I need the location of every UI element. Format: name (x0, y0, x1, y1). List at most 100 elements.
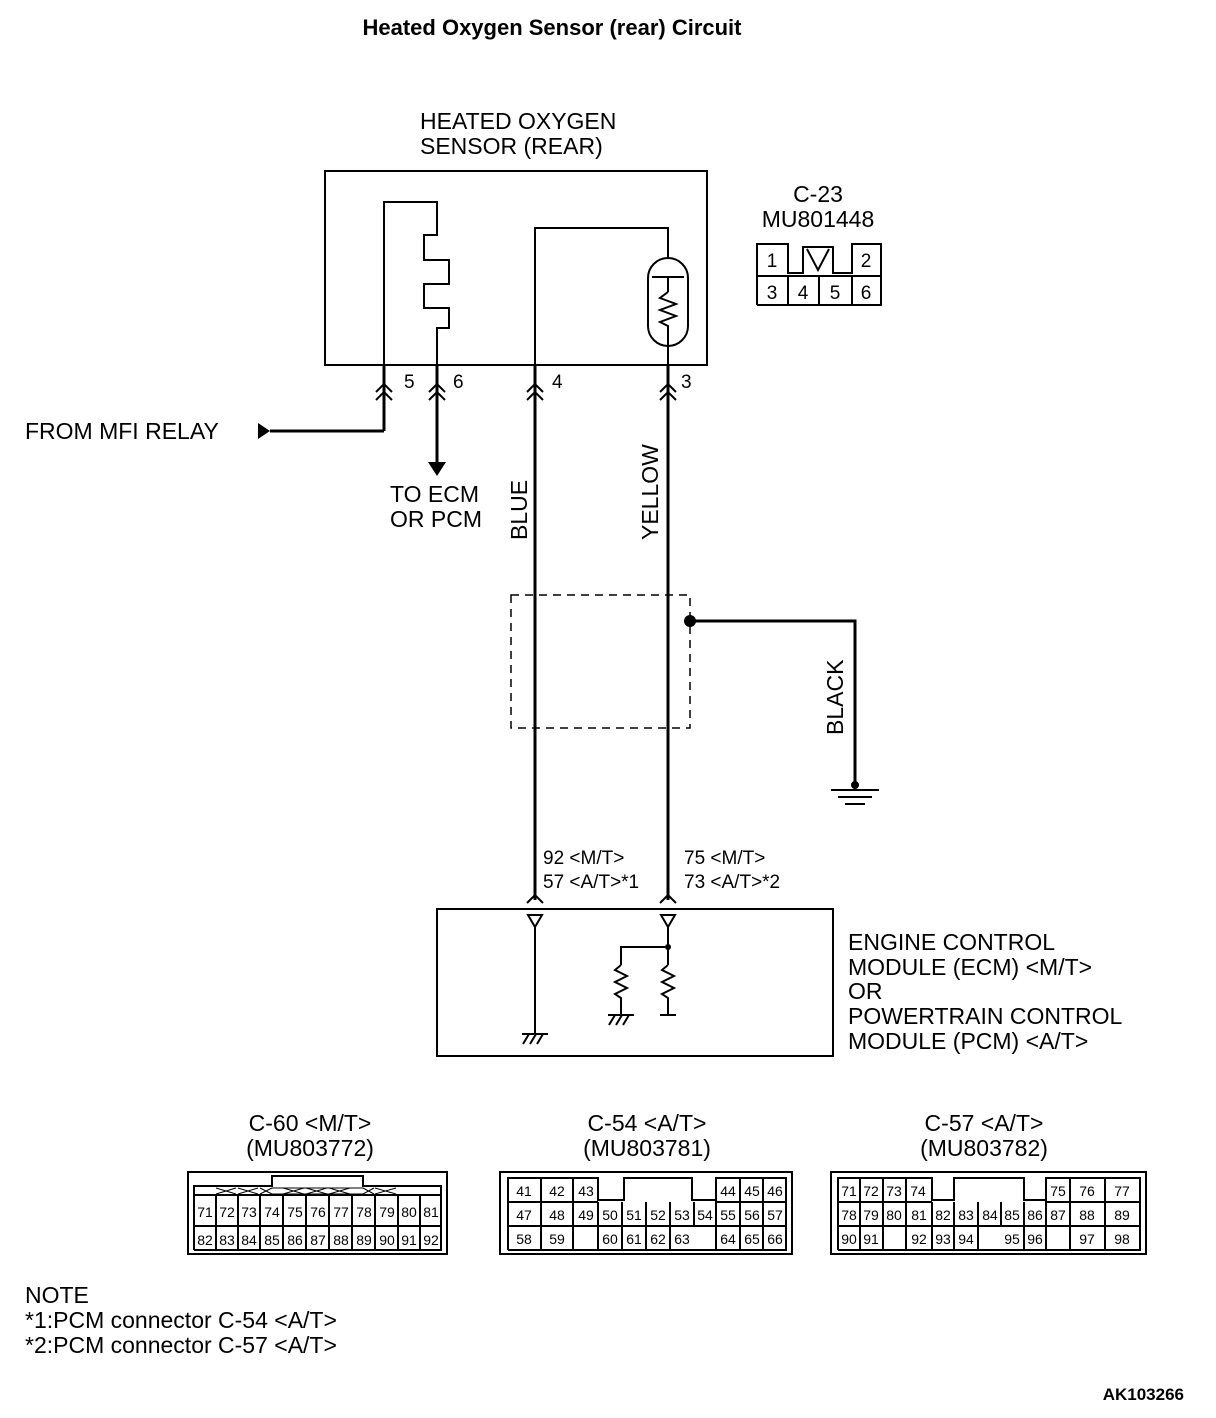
to-ecm-label-line2: OR PCM (390, 506, 482, 532)
module-label-line2: MODULE (ECM) <M/T> (848, 954, 1092, 980)
c60-pin: 78 (356, 1204, 372, 1220)
pin-label-5: 5 (404, 372, 415, 393)
c54-pin: 50 (602, 1207, 618, 1223)
c54-pin: 64 (720, 1231, 736, 1247)
note-line1: *1:PCM connector C-54 <A/T> (25, 1307, 337, 1333)
c60-pin: 90 (379, 1232, 395, 1248)
c57-pin: 91 (863, 1231, 879, 1247)
c60-pin: 87 (310, 1232, 326, 1248)
c60-pin: 83 (219, 1232, 235, 1248)
c57-pin: 78 (841, 1207, 857, 1223)
c54-pin: 65 (744, 1231, 760, 1247)
c60-pin: 86 (287, 1232, 303, 1248)
sensor-label-line1: HEATED OXYGEN (420, 108, 616, 134)
sensor-signal-loop (534, 227, 669, 365)
pin-label-4: 4 (552, 372, 563, 393)
wire-shield (510, 594, 691, 729)
c60-pin: 89 (356, 1232, 372, 1248)
c54-pin: 51 (626, 1207, 642, 1223)
module-box (436, 908, 834, 1057)
sensor-connector-chevrons (375, 382, 677, 401)
note-line2: *2:PCM connector C-57 <A/T> (25, 1332, 337, 1358)
c23-cell-5: 5 (830, 283, 841, 304)
c57-pin: 95 (1004, 1231, 1020, 1247)
c54-pin: 57 (767, 1207, 783, 1223)
c57-pin: 94 (958, 1231, 974, 1247)
c54-pin: 53 (674, 1207, 690, 1223)
c57-pin: 82 (935, 1207, 951, 1223)
c60-pin: 80 (401, 1204, 417, 1220)
c54-pin: 55 (720, 1207, 736, 1223)
to-ecm-arrow (428, 462, 446, 476)
wire-label-yellow: YELLOW (637, 444, 663, 540)
module-label-line1: ENGINE CONTROL (848, 929, 1055, 955)
c23-cell-3: 3 (767, 283, 778, 304)
c60-pin: 91 (401, 1232, 417, 1248)
c60-pin: 76 (310, 1204, 326, 1220)
c54-pin: 63 (674, 1231, 690, 1247)
c23-cell-2: 2 (861, 251, 872, 272)
c57-pin: 86 (1027, 1207, 1043, 1223)
c57-pin: 88 (1079, 1207, 1095, 1223)
c54-pin: 43 (578, 1183, 594, 1199)
note-heading: NOTE (25, 1282, 89, 1308)
terminal-yellow-line2: 73 <A/T>*2 (684, 872, 780, 893)
c60-pin: 74 (264, 1204, 280, 1220)
pin-label-6: 6 (453, 372, 464, 393)
figure-reference: AK103266 (1103, 1385, 1184, 1404)
c57-pin: 71 (841, 1183, 857, 1199)
c57-pin: 84 (982, 1207, 998, 1223)
c54-pin: 58 (516, 1231, 532, 1247)
c60-pin: 92 (423, 1232, 439, 1248)
c60-pin: 72 (219, 1204, 235, 1220)
c60-pin: 73 (241, 1204, 257, 1220)
c54-pin: 59 (549, 1231, 565, 1247)
wire-label-black: BLACK (822, 659, 848, 735)
c57-pin: 72 (863, 1183, 879, 1199)
sensing-element (647, 257, 689, 347)
c57-pin: 90 (841, 1231, 857, 1247)
c54-pins: 41 42 43 44 45 46 47 48 49 50 51 52 53 5… (516, 1183, 783, 1247)
c57-pin: 73 (886, 1183, 902, 1199)
c60-pin: 84 (241, 1232, 257, 1248)
module-label-line3: OR (848, 978, 883, 1004)
wire-black (690, 619, 857, 785)
c57-id: C-57 <A/T> (925, 1110, 1044, 1136)
c57-pin: 83 (958, 1207, 974, 1223)
c57-pin: 98 (1114, 1231, 1130, 1247)
c23-part: MU801448 (762, 206, 875, 232)
module-label-line5: MODULE (PCM) <A/T> (848, 1028, 1088, 1054)
c60-pin: 79 (379, 1204, 395, 1220)
c60-connector-face (187, 1171, 448, 1255)
c54-pin: 66 (767, 1231, 783, 1247)
c54-pin: 46 (767, 1183, 783, 1199)
c57-pin: 93 (935, 1231, 951, 1247)
c57-pin: 80 (886, 1207, 902, 1223)
terminal-blue-line1: 92 <M/T> (543, 848, 624, 869)
module-label-line4: POWERTRAIN CONTROL (848, 1003, 1123, 1029)
heater-element (383, 201, 450, 365)
diagram-title: Heated Oxygen Sensor (rear) Circuit (362, 15, 742, 40)
sensor-label-line2: SENSOR (REAR) (420, 133, 603, 159)
c54-pin: 60 (602, 1231, 618, 1247)
module-internal-circuit (522, 914, 677, 1045)
c60-id: C-60 <M/T> (249, 1110, 372, 1136)
c54-pin: 62 (650, 1231, 666, 1247)
c60-pin: 81 (423, 1204, 439, 1220)
c54-pin: 49 (578, 1207, 594, 1223)
c54-pin: 44 (720, 1183, 736, 1199)
c60-pin: 88 (333, 1232, 349, 1248)
c23-cell-1: 1 (767, 251, 778, 272)
c23-cell-4: 4 (798, 283, 809, 304)
c57-connector-face (830, 1171, 1147, 1255)
c57-pin: 97 (1079, 1231, 1095, 1247)
c60-pin: 75 (287, 1204, 303, 1220)
c54-pin: 52 (650, 1207, 666, 1223)
c57-pin: 87 (1050, 1207, 1066, 1223)
c57-pin: 85 (1004, 1207, 1020, 1223)
c54-pin: 47 (516, 1207, 532, 1223)
c54-part: (MU803781) (583, 1135, 711, 1161)
c60-part: (MU803772) (246, 1135, 374, 1161)
c54-pin: 41 (516, 1183, 532, 1199)
